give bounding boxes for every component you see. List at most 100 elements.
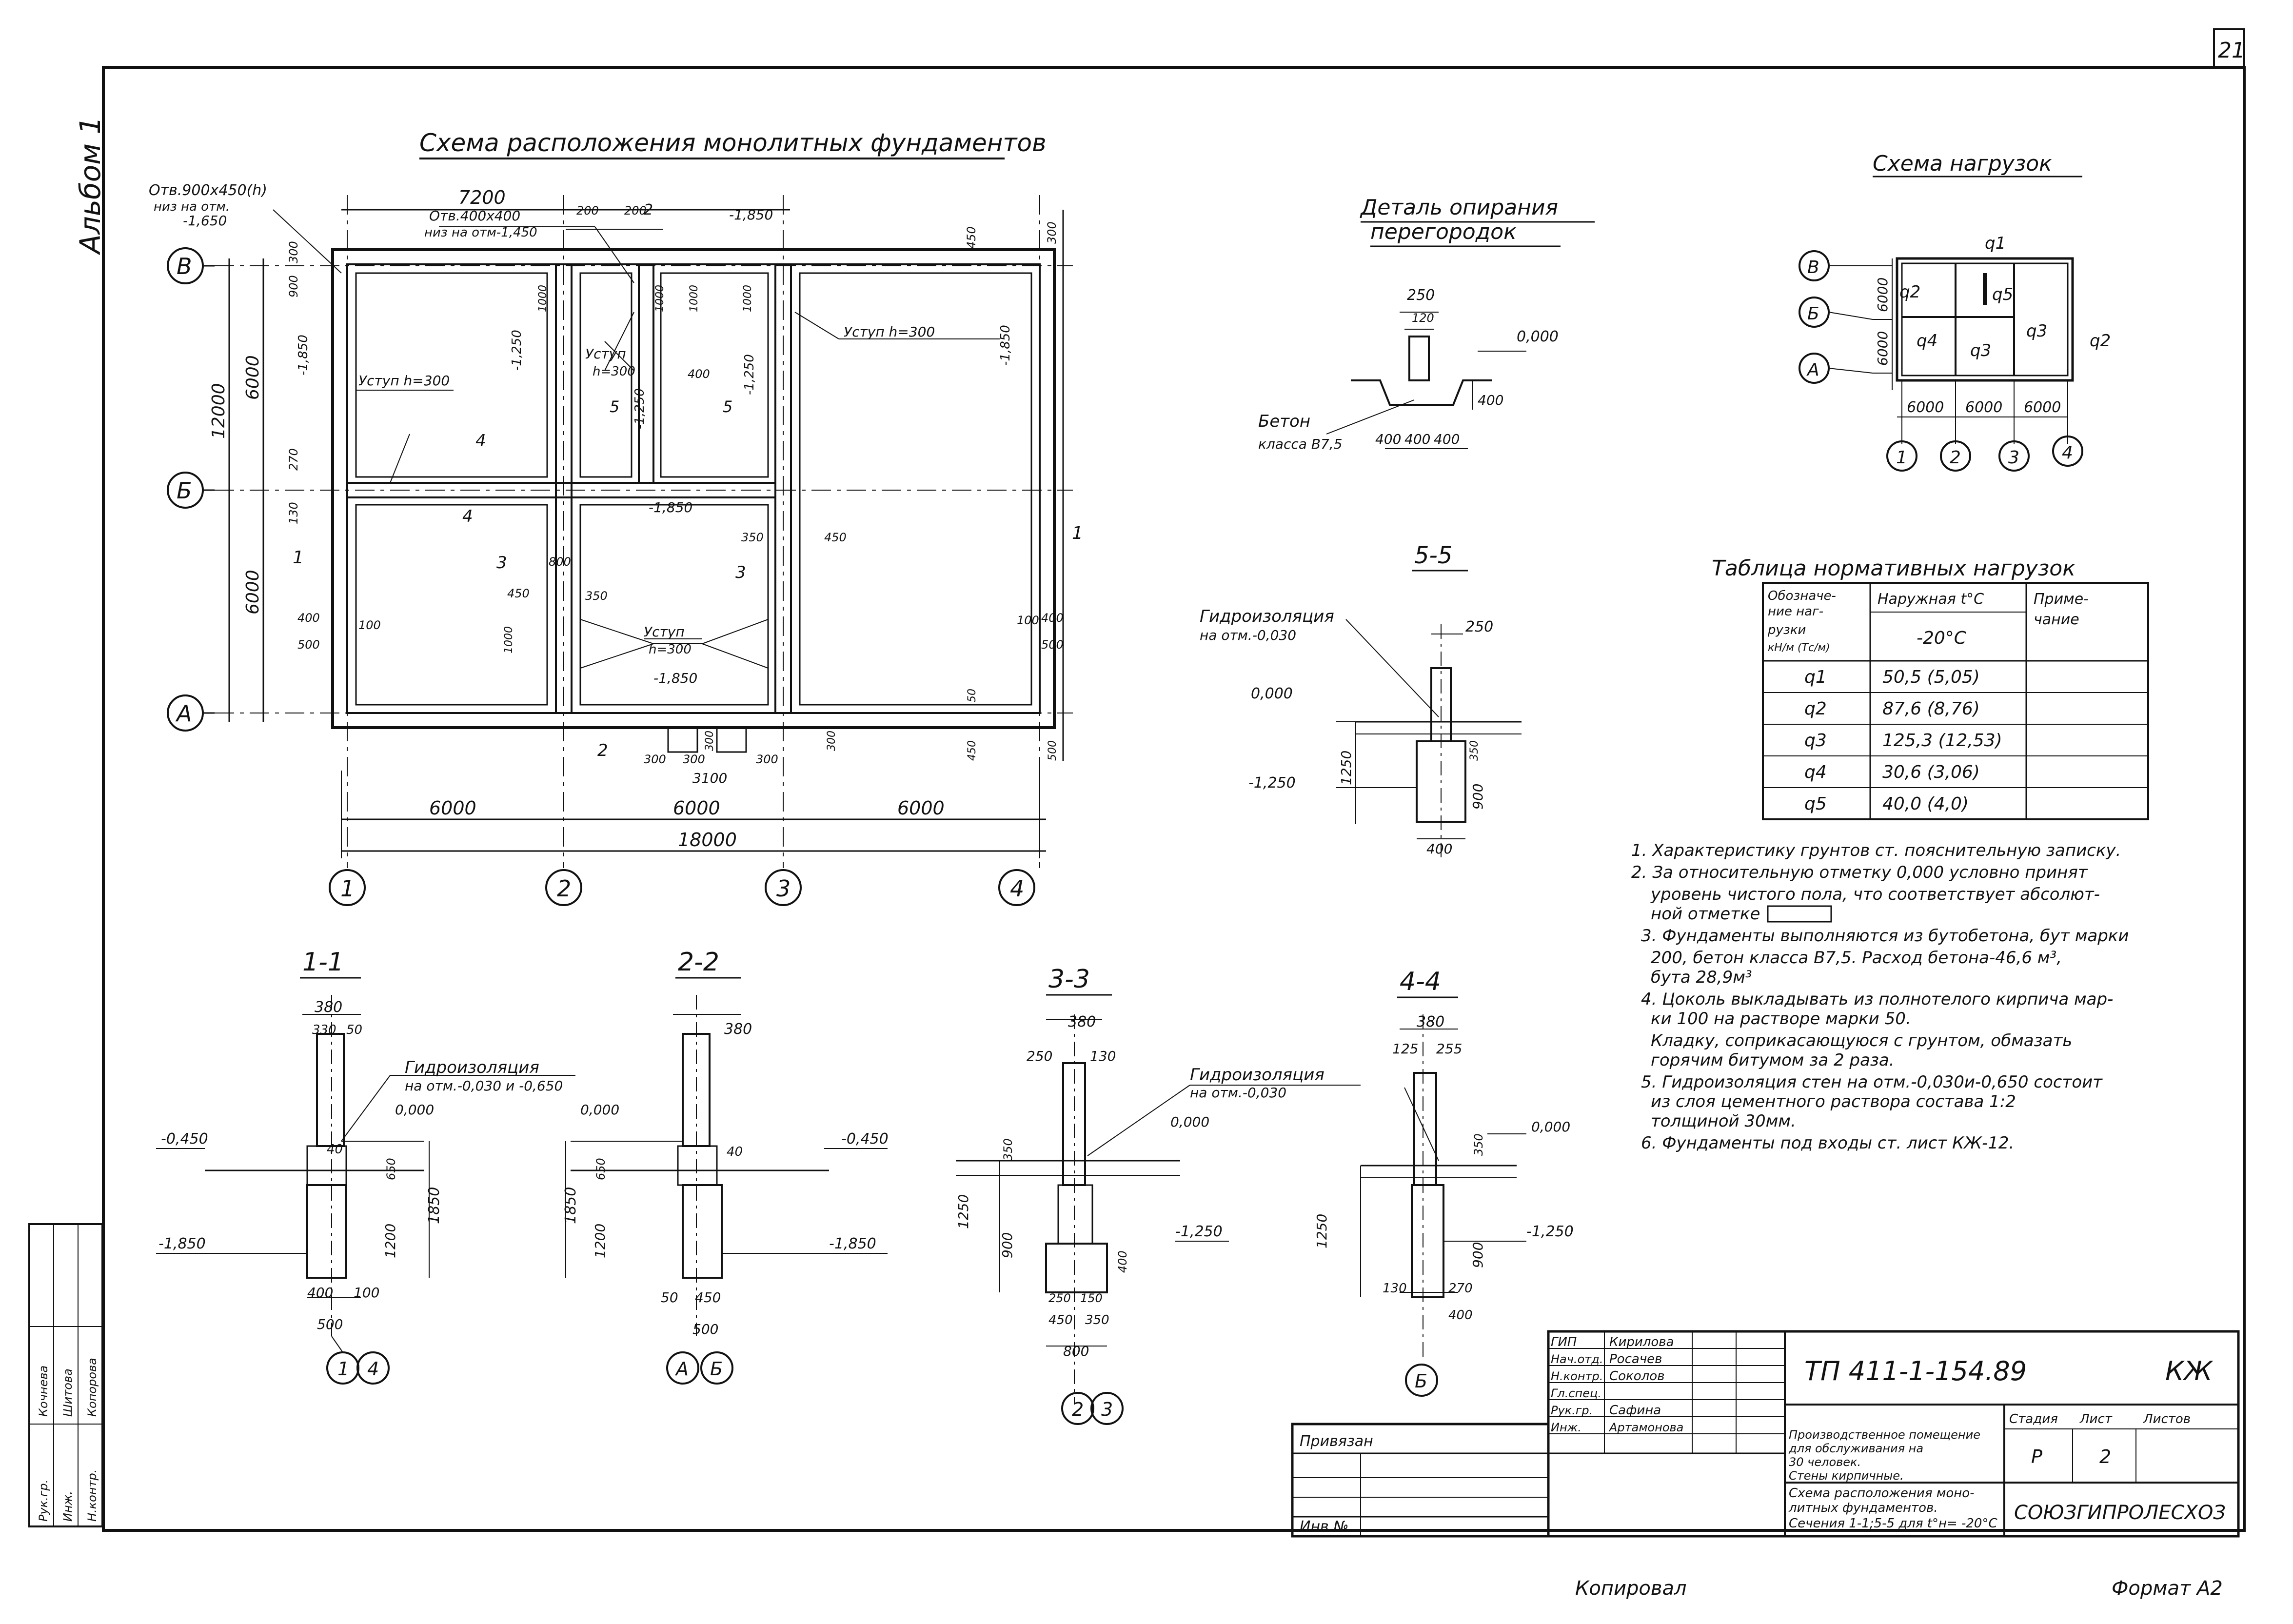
section-3-3-dim-450: 450 (1048, 1313, 1073, 1327)
load-q2-right: q2 (2090, 331, 2111, 351)
format-label: Формат А2 (2112, 1577, 2223, 1600)
plan-axis-row-a: А (175, 700, 192, 727)
load-q3-mid: q3 (1970, 341, 1991, 360)
load-axis-row-v: В (1807, 257, 1819, 277)
plan-small-dim: 350 (585, 589, 608, 603)
load-axis-col-1: 1 (1896, 448, 1907, 468)
plan-small-dim: 300 (1045, 221, 1059, 244)
plan-small-dim: 1000 (688, 285, 700, 312)
section-2-2-mark-0: 0,000 (580, 1102, 619, 1118)
note-line: толщиной 30мм. (1651, 1111, 1796, 1131)
plan-small-dim: 400 (297, 611, 320, 625)
section-3-3-axis-3: 3 (1101, 1399, 1113, 1420)
section-3-3-hydro: Гидроизоляция (1190, 1065, 1324, 1085)
load-dim-bottom-1: 6000 (1907, 399, 1944, 416)
section-3-3-dim-400: 400 (1116, 1250, 1129, 1273)
detail-title-2: перегородок (1370, 219, 1517, 244)
plan-small-dims: 200 200 450 300 300 900 1000 1000 1000 1… (287, 204, 1064, 786)
load-table-header-3: Приме-чание (2034, 591, 2089, 628)
general-notes: 1. Характеристику грунтов ст. пояснитель… (1631, 841, 2129, 1153)
stamp-list-header: Лист (2079, 1412, 2113, 1426)
note-line: 2. За относительную отметку 0,000 условн… (1631, 863, 2088, 882)
load-scheme-title: Схема нагрузок (1873, 151, 2052, 176)
section-mark: 5 (610, 397, 619, 416)
plan-small-dim: 350 (741, 531, 764, 544)
section-mark: 4 (475, 431, 486, 451)
section-5-5-title: 5-5 (1414, 542, 1452, 569)
plan-dim-bottom-2: 6000 (673, 797, 720, 819)
section-2-2-dim-40: 40 (727, 1145, 743, 1159)
detail-title: Деталь опирания (1360, 195, 1558, 220)
section-5-5-dim-900: 900 (1470, 784, 1486, 810)
note-line: уровень чистого пола, что соответствует … (1650, 885, 2100, 904)
section-1-1-dim-500: 500 (317, 1316, 343, 1332)
load-dim-left-1: 6000 (1875, 277, 1891, 312)
section-2-2-dim-1850: 1850 (562, 1187, 579, 1224)
stamp-inv: Инв.№ (1300, 1518, 1348, 1535)
section-4-4-dim-130: 130 (1383, 1281, 1407, 1296)
section-3-3-mark-1250: -1,250 (1175, 1223, 1223, 1240)
plan-small-dim: 100 (1017, 614, 1039, 627)
section-1-1-mark-0: 0,000 (395, 1102, 434, 1118)
plan-small-dim: 300 (683, 753, 705, 766)
load-table-row1-value: 50,5 (5,05) (1882, 667, 1980, 687)
plan-dim-bottom-3: 6000 (897, 797, 945, 819)
section-2-2-dim-650: 650 (594, 1158, 608, 1180)
note-line: 1. Характеристику грунтов ст. пояснитель… (1631, 841, 2121, 860)
section-1-1-dim-330: 330 (312, 1023, 336, 1037)
stamp-sheet-title: Схема расположения моно-литных фундамент… (1788, 1486, 1997, 1531)
section-1-1-hydro-mark: на отм.-0,030 и -0,650 (405, 1078, 563, 1094)
plan-small-dim: 100 (358, 618, 381, 632)
section-4-4-axis-b: Б (1415, 1370, 1427, 1392)
stamp-role-4: Гл.спец. (1551, 1386, 1601, 1400)
load-dim-left-2: 6000 (1875, 331, 1891, 366)
plan-dim-bottom-1: 6000 (429, 797, 476, 819)
stamp-lists-header: Листов (2143, 1412, 2191, 1426)
plan-small-dim: 200 (624, 204, 647, 218)
load-table-row3-label: q3 (1804, 731, 1827, 751)
plan-step-3: Уступ h=300 (844, 324, 935, 340)
detail-dim-400-1: 400 (1375, 431, 1401, 447)
plan-small-dim: 300 (644, 753, 666, 766)
plan-axis-col-1: 1 (340, 875, 355, 902)
section-4-4-dim-350: 350 (1472, 1133, 1485, 1156)
note-line: 4. Цоколь выкладывать из полнотелого кир… (1641, 990, 2113, 1009)
side-stamp-role-3: Н.контр. (85, 1469, 99, 1522)
plan-small-dim: 450 (966, 740, 978, 761)
side-stamp-name-2: Шитова (61, 1368, 75, 1417)
section-4-4-mark-1250: -1,250 (1526, 1223, 1574, 1240)
section-4-4-dim-380: 380 (1417, 1013, 1444, 1030)
section-2-2-dim-380: 380 (724, 1021, 752, 1038)
plan-small-dim: 900 (287, 275, 300, 297)
section-5-5-drawing (1336, 619, 1522, 858)
detail-dim-400-2: 400 (1404, 431, 1430, 447)
load-table-subheader: -20°С (1917, 628, 1967, 648)
section-5-5-hydro: Гидроизоляция (1200, 607, 1334, 626)
side-stamp-name-3: Копорова (85, 1358, 99, 1417)
load-table-row5-label: q5 (1804, 794, 1827, 814)
load-q3-right: q3 (2026, 321, 2047, 341)
note-line: 6. Фундаменты под входы ст. лист КЖ-12. (1641, 1133, 2014, 1153)
detail-dim-400-3: 400 (1434, 431, 1460, 447)
section-3-3-dim-350: 350 (1001, 1138, 1015, 1161)
detail-mark-0: 0,000 (1517, 328, 1559, 345)
stamp-role-3: Н.контр. (1551, 1369, 1603, 1383)
load-dim-bottom-3: 6000 (2024, 399, 2061, 416)
album-label: Альбом 1 (74, 117, 107, 256)
section-1-1-axis-1: 1 (337, 1358, 349, 1380)
section-4-4-dim-125: 125 (1392, 1041, 1418, 1057)
section-1-1-mark-1850: -1,850 (158, 1235, 206, 1252)
section-3-3-dim-800: 800 (1063, 1343, 1089, 1359)
load-axis-col-2: 2 (1950, 448, 1961, 468)
stamp-bound: Привязан (1300, 1433, 1373, 1450)
plan-opening-1: Отв.900х450(h) (149, 182, 267, 199)
section-3-3-title: 3-3 (1048, 965, 1090, 994)
plan-step-4-b: h=300 (649, 642, 692, 657)
section-3-3-dim-350b: 350 (1085, 1313, 1109, 1327)
plan-small-dim: 500 (1041, 638, 1064, 652)
section-3-3-dim-380: 380 (1068, 1013, 1096, 1030)
load-table-row5-value: 40,0 (4,0) (1882, 794, 1969, 814)
section-5-5-mark-1250: -1,250 (1248, 774, 1296, 792)
load-axis-row-b: Б (1807, 304, 1819, 324)
